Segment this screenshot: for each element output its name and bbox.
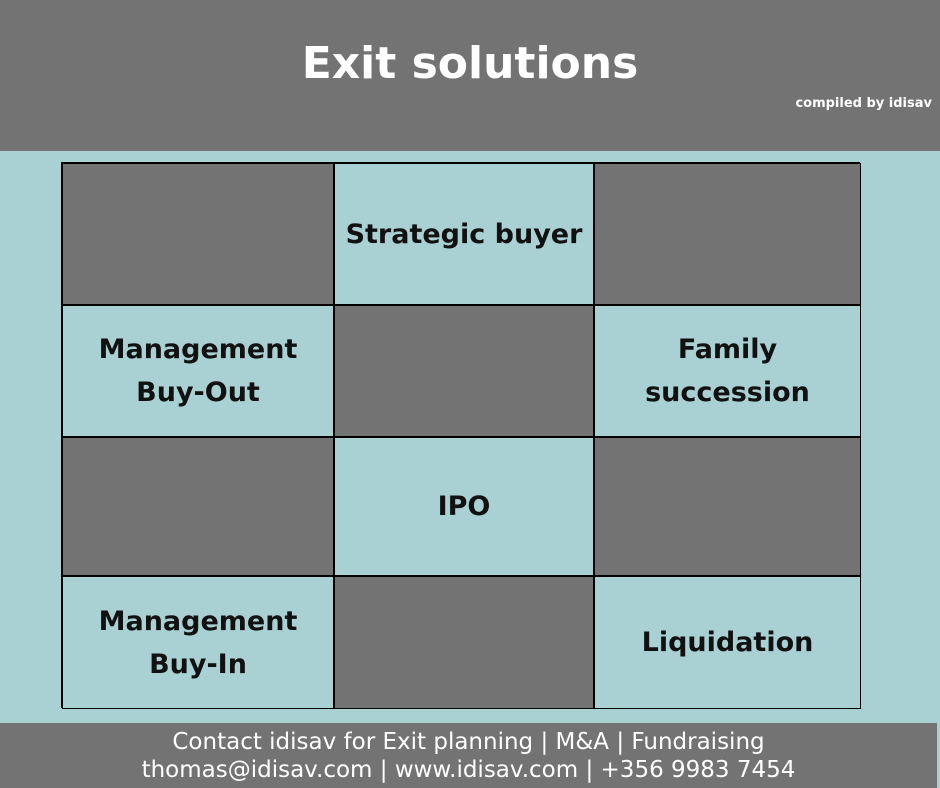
grid-cell-empty [62,163,334,305]
cell-label: Management Buy-In [98,605,298,680]
cell-label: Management Buy-Out [98,334,298,408]
header: Exit solutions compiled by idisav [0,0,940,151]
grid-cell-empty [594,437,861,576]
grid-cell-empty [334,576,594,709]
grid-cell-ipo: IPO [334,437,594,576]
grid-cell-empty [594,163,861,305]
footer-contact-line: Contact idisav for Exit planning | M&A |… [172,729,765,755]
grid-cell-empty [334,305,594,437]
footer-details-line: thomas@idisav.com | www.idisav.com | +35… [141,757,796,783]
compiled-by-label: compiled by idisav [795,96,932,111]
exit-solutions-grid: Strategic buyer Management Buy-Out Famil… [61,162,861,709]
grid-cell-management-buy-out: Management Buy-Out [62,305,334,437]
grid-cell-family-succession: Family succession [594,305,861,437]
grid-cell-empty [62,437,334,576]
cell-label: Family succession [645,334,810,408]
grid-cell-management-buy-in: Management Buy-In [62,576,334,709]
grid-cell-liquidation: Liquidation [594,576,861,709]
footer: Contact idisav for Exit planning | M&A |… [0,723,937,788]
page-title: Exit solutions [301,38,639,89]
grid-cell-strategic-buyer: Strategic buyer [334,163,594,305]
